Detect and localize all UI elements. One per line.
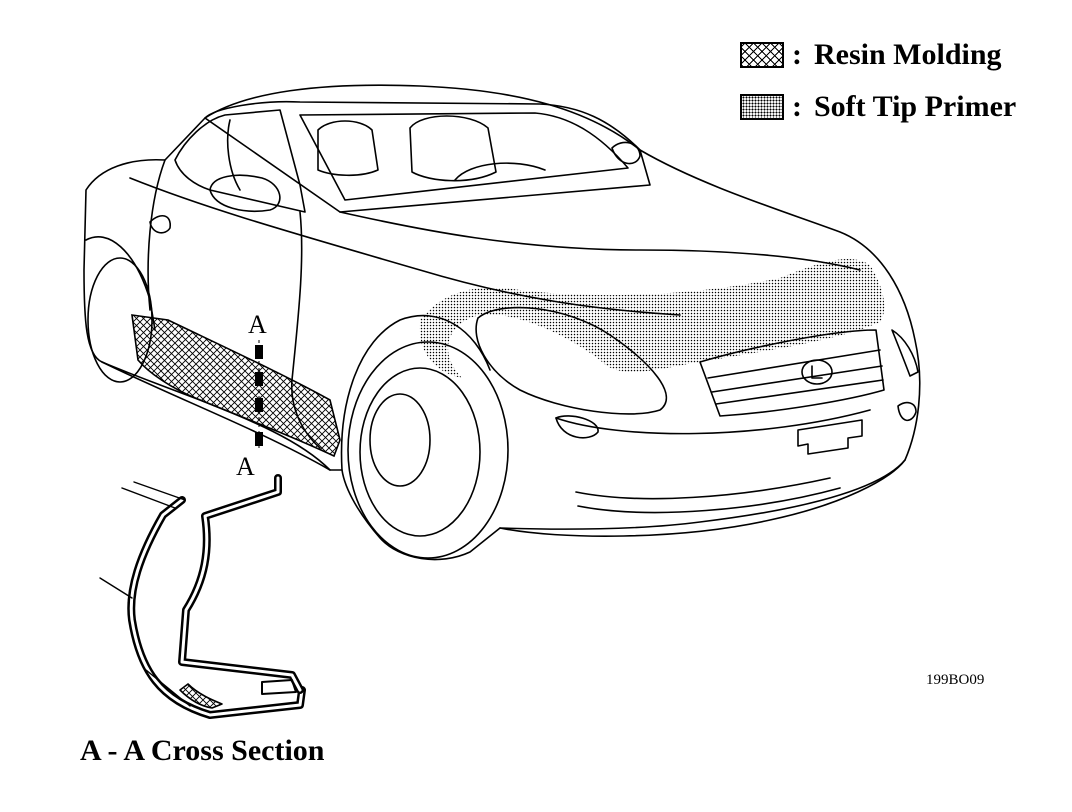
license-bracket (797, 419, 863, 455)
grille-bar-2 (711, 365, 883, 393)
side-window-split (226, 119, 241, 191)
legend-resin-molding-label: Resin Molding (814, 38, 1002, 71)
front-wheel-rim (359, 367, 481, 537)
front-bumper (555, 409, 871, 435)
soft-tip-primer-swatch-icon (740, 94, 784, 120)
section-letter-top: A (248, 310, 267, 339)
cross-section-leader-3 (99, 577, 133, 599)
rocker-lower-edge (101, 361, 331, 471)
steering-wheel (454, 162, 546, 181)
side-mirror (209, 174, 281, 212)
fog-light-right (897, 401, 917, 422)
headlight-right (891, 329, 919, 377)
legend-colon: : (792, 90, 802, 123)
seat-left (317, 120, 379, 177)
front-wheel-tire (347, 341, 509, 559)
figure-code: 199BO09 (926, 672, 985, 688)
hood-line (339, 211, 861, 271)
front-wheel-hub (369, 393, 431, 487)
grille-bar-1 (707, 349, 881, 379)
side-window (174, 109, 306, 213)
grille-bar-3 (715, 379, 884, 405)
soft-tip-primer-area (419, 259, 885, 378)
lexus-emblem (801, 359, 833, 385)
legend-resin-molding: : Resin Molding (740, 38, 1002, 72)
resin-molding-swatch-icon (740, 42, 784, 68)
cross-section-leader-2 (133, 481, 186, 501)
lexus-emblem-l (811, 365, 823, 379)
cross-section-leader-1 (121, 487, 176, 509)
lower-intake (575, 477, 831, 500)
rear-wheel-arch (85, 235, 156, 331)
seat-right (409, 115, 497, 182)
fog-light-left (555, 415, 599, 439)
cross-section-inner-panel-inner (180, 476, 302, 692)
cross-section-outer-panel-inner (129, 498, 304, 717)
legend-colon: : (792, 38, 802, 71)
front-wheel-arch (340, 314, 491, 471)
resin-molding-strip (131, 314, 341, 458)
windshield-inner (299, 112, 629, 201)
cross-section-drawing (99, 474, 306, 719)
cross-section-clip (261, 679, 297, 695)
cross-section-molding (179, 683, 223, 709)
side-mirror-right (611, 141, 641, 165)
legend-soft-tip-primer: : Soft Tip Primer (740, 90, 1016, 124)
legend-soft-tip-primer-label: Soft Tip Primer (814, 90, 1017, 123)
lower-intake-2 (577, 487, 841, 514)
door-rear-edge (147, 159, 166, 311)
chin (499, 459, 906, 537)
section-letter-bottom: A (236, 452, 255, 481)
door-handle (149, 215, 171, 234)
cross-section-caption: A - A Cross Section (80, 734, 325, 767)
cross-section-leader-4 (145, 669, 191, 707)
shoulder-line (129, 177, 681, 316)
